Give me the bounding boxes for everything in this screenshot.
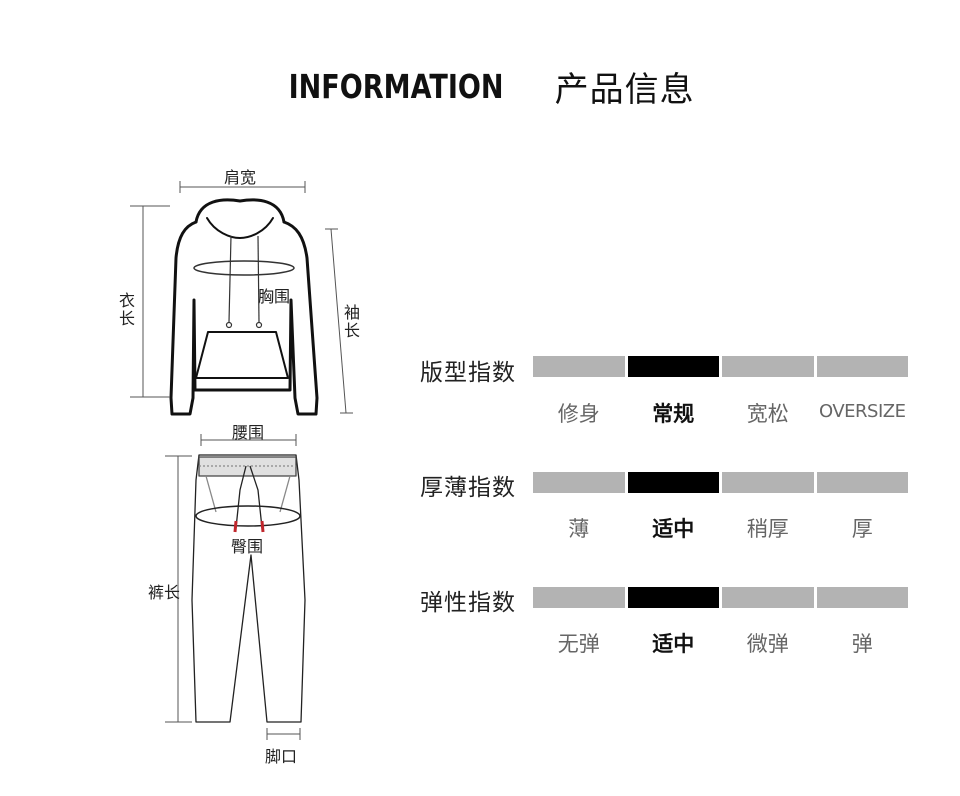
hoodie-hood [194,198,286,224]
hoodie-drawing [169,198,319,416]
pants-drawstring-left [235,465,247,529]
label-length: 衣长 [118,291,135,328]
thickness-option: 厚 [851,517,873,541]
elasticity-option: 无弹 [557,632,600,656]
thickness-index-segment-selected [627,472,719,493]
elasticity-index-bar [533,587,908,608]
label-shoulder: 肩宽 [224,168,257,187]
elasticity-index-segment [722,587,814,608]
fit-index-segment [722,356,814,377]
drawstring-right [257,235,260,323]
page-header: INFORMATION 产品信息 [0,62,960,111]
hoodie-pocket [195,331,289,379]
hoodie-body [169,220,319,416]
fit-option: 修身 [557,402,600,426]
label-hem: 脚口 [265,747,298,766]
label-sleeve: 袖长 [343,303,360,340]
fit-option-selected: 常规 [652,402,695,426]
fit-option: OVERSIZE [819,401,906,422]
elasticity-index-options: 无弹 适中 微弹 弹 [533,628,908,658]
label-hip: 臀围 [231,537,264,556]
elasticity-index-title: 弹性指数 [420,590,516,616]
drawstring-tip-left [225,321,233,329]
thickness-index-bar [533,472,908,493]
elasticity-index-segment [816,587,908,608]
elasticity-option-selected: 适中 [652,632,695,656]
thickness-option: 稍厚 [746,517,789,541]
chest-measure-ellipse [193,260,295,276]
elasticity-index-segment-selected [627,587,719,608]
pants-drawstring-right [249,465,263,529]
thickness-option: 薄 [568,517,590,541]
title-chinese: 产品信息 [554,70,695,110]
fit-option: 宽松 [746,402,789,426]
thickness-option-selected: 适中 [652,517,695,541]
label-pants-length: 裤长 [148,583,181,602]
title-english: INFORMATION [288,67,504,106]
sleeve-dimension-line [330,228,347,414]
pants-pocket-left [205,475,217,513]
elasticity-option: 微弹 [746,632,789,656]
label-waist: 腰围 [232,423,265,442]
drawstring-left [228,235,232,323]
drawstring-tip-red-left [233,520,238,533]
hip-measure-ellipse [195,505,301,527]
pants-outline [191,454,306,723]
fit-index-segment [533,356,625,377]
elasticity-index-segment [533,587,625,608]
drawstring-tip-red-right [260,520,265,533]
pants-drawing [191,454,306,723]
thickness-index-title: 厚薄指数 [420,475,516,501]
fit-index-title: 版型指数 [420,360,516,386]
fit-index-segment-selected [627,356,719,377]
pants-pocket-right [279,475,291,513]
hoodie-hood-opening [206,217,274,239]
thickness-index-segment [722,472,814,493]
drawstring-tip-right [255,321,263,329]
fit-index-segment [816,356,908,377]
elasticity-option: 弹 [851,632,873,656]
thickness-index-segment [533,472,625,493]
thickness-index-options: 薄 适中 稍厚 厚 [533,513,908,543]
fit-index-bar [533,356,908,377]
thickness-index-segment [816,472,908,493]
label-chest: 胸围 [258,287,291,306]
fit-index-options: 修身 常规 宽松 OVERSIZE [533,398,908,428]
